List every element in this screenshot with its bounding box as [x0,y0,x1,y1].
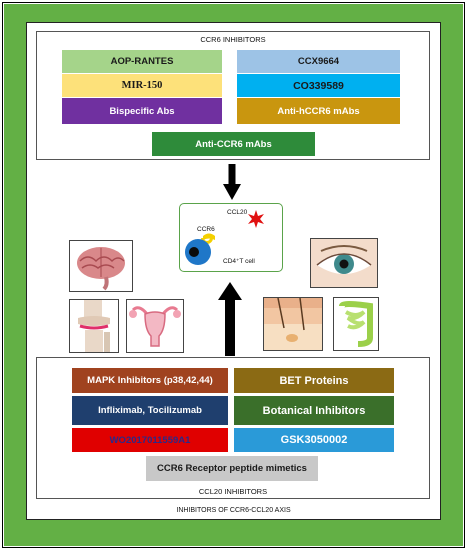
brain-icon [69,240,133,292]
skin-icon [263,297,323,351]
drug-anti-ccr6-mabs: Anti-CCR6 mAbs [152,132,315,156]
drug-bispecific-abs: Bispecific Abs [62,98,222,124]
drug-aop-rantes: AOP-RANTES [62,50,222,73]
ccl20-inhibitors-title: CCL20 INHIBITORS [198,487,268,496]
eye-icon [310,238,378,288]
drug-ccx9664: CCX9664 [237,50,400,73]
ccr6-label: CCR6 [197,226,215,233]
drug-ccr6-receptor-peptide-mimetics: CCR6 Receptor peptide mimetics [146,456,318,481]
intestine-icon [333,297,379,351]
drug-anti-hccr6-mabs: Anti-hCCR6 mAbs [237,98,400,124]
cd4-t-cell-icon [183,232,221,266]
cell-label: CD4⁺T cell [223,258,255,265]
up-arrow-icon [218,282,242,356]
drug-bet-proteins: BET Proteins [234,368,394,393]
ccr6-inhibitors-title: CCR6 INHIBITORS [200,35,266,44]
ccl20-star-icon [247,210,265,228]
drug-gsk3050002: GSK3050002 [234,428,394,452]
drug-mir-150: MIR-150 [62,74,222,97]
knee-joint-icon [69,299,119,353]
uterus-icon [126,299,184,353]
figure-footer: INHIBITORS OF CCR6-CCL20 AXIS [176,507,291,514]
drug-botanical-inhibitors: Botanical Inhibitors [234,396,394,425]
drug-wo2017011559a1: WO2017011559A1 [72,428,228,452]
ccl20-label: CCL20 [227,209,248,216]
drug-infliximab-tocilizumab: Infliximab, Tocilizumab [72,396,228,425]
down-arrow-icon [223,164,241,200]
drug-co339589: CO339589 [237,74,400,97]
drug-mapk-inhibitors: MAPK Inhibitors (p38,42,44) [72,368,228,393]
